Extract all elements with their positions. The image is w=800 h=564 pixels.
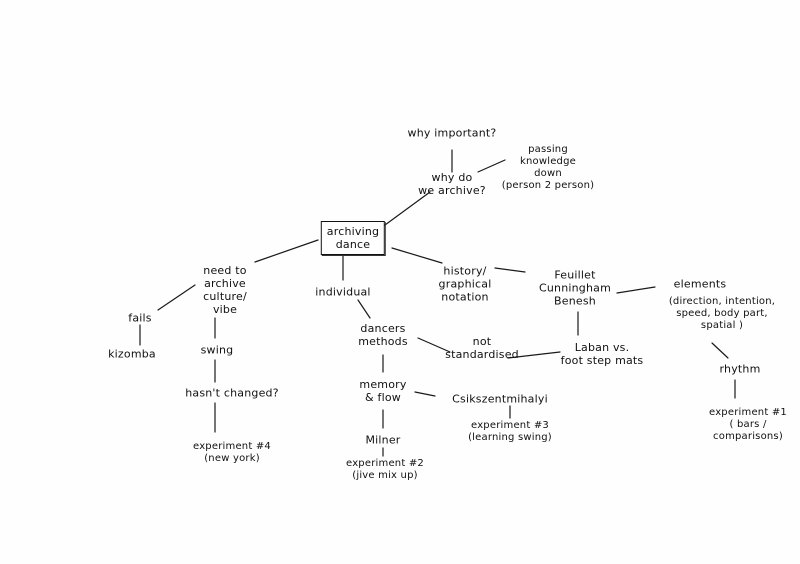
node-fails: fails [128,311,152,325]
node-history-notation: history/ graphical notation [438,264,492,304]
node-elements: elements [673,277,727,291]
connector [417,337,451,353]
node-dancers-methods: dancers methods [358,322,408,348]
node-experiment-3: experiment #3 (learning swing) [468,420,552,443]
node-csikszentmihalyi: Csikszentmihalyi [452,392,548,406]
node-laban: Laban vs. foot step mats [560,341,644,367]
connector [616,286,656,294]
connector [494,267,526,273]
node-experiment-4: experiment #4 (new york) [193,441,271,464]
node-swing: swing [200,343,234,357]
node-need-to-archive: need to archive culture/ vibe [203,264,247,316]
node-archiving-dance: archiving dance [320,221,386,255]
node-experiment-2: experiment #2 (jive mix up) [346,458,424,481]
node-feuillet: Feuillet Cunningham Benesh [538,268,612,308]
node-why-archive: why do we archive? [418,171,486,197]
node-hasnt-changed: hasn't changed? [185,386,279,400]
connector [414,391,436,397]
node-milner: Milner [365,433,401,447]
connector [507,351,561,359]
connector [391,247,443,264]
node-elements-detail: (direction, intention, speed, body part,… [668,296,776,331]
connector [477,159,506,173]
connector [157,284,196,311]
node-not-standardised: not standardised [445,335,519,361]
node-passing-knowledge: passing knowledge down (person 2 person) [501,144,595,191]
connector [357,299,371,319]
node-memory-flow: memory & flow [359,378,407,404]
node-kizomba: kizomba [108,347,156,361]
node-why-important: why important? [407,126,497,140]
connector [384,191,431,226]
connector [254,239,319,263]
connector [711,342,729,359]
node-individual: individual [315,285,371,299]
node-experiment-1: experiment #1 ( bars / comparisons) [709,407,787,442]
node-rhythm: rhythm [719,362,761,376]
